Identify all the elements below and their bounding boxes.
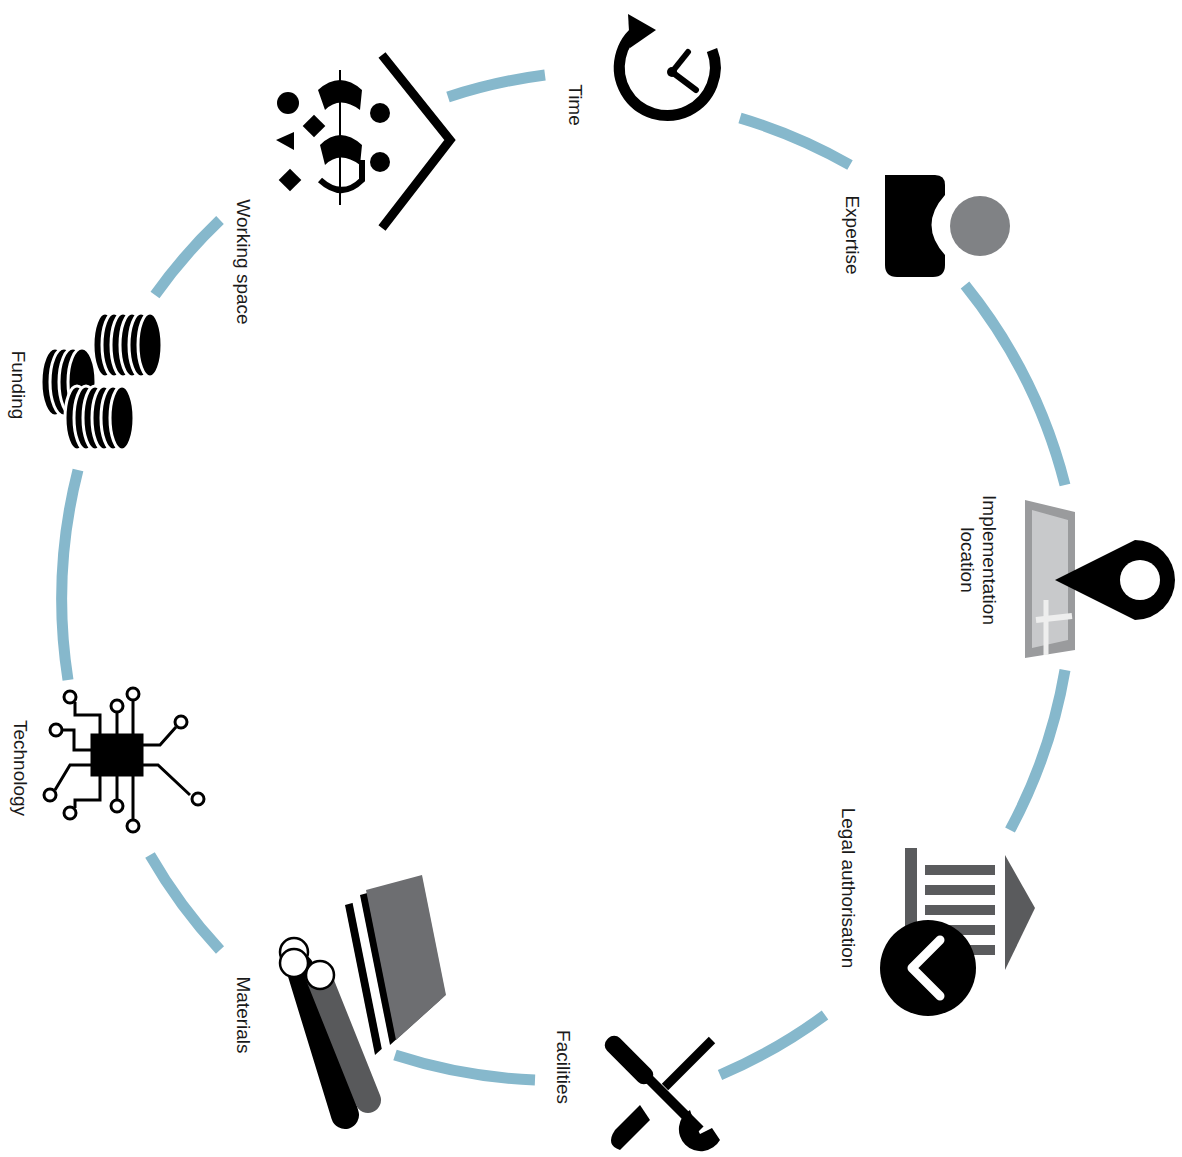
- workspace-icon: [276, 55, 450, 228]
- resource-label: Working space: [232, 199, 254, 324]
- ring-segment: [740, 118, 850, 165]
- resource-label: Funding: [7, 351, 29, 420]
- resource-label: Technology: [9, 720, 31, 816]
- ring-segment: [395, 1055, 535, 1080]
- resource-label: Facilities: [552, 1030, 574, 1104]
- ring-segment: [62, 470, 78, 680]
- legal-icon: [880, 848, 1035, 1016]
- tools-icon: [601, 1032, 720, 1151]
- ring-segment: [1010, 670, 1065, 830]
- materials-icon: [280, 560, 446, 1115]
- ring-segment: [965, 285, 1065, 485]
- ring-segment: [448, 75, 545, 97]
- resource-label: Materials: [232, 976, 254, 1053]
- cycle-ring: [62, 75, 1065, 1080]
- ring-segment: [155, 220, 220, 295]
- resource-label: Legal authorisation: [837, 808, 859, 969]
- resource-label: Time: [564, 84, 586, 126]
- resource-label: Implementation location: [956, 485, 1000, 635]
- location-icon: [1025, 500, 1175, 658]
- coins-icon: [41, 313, 162, 450]
- chip-icon: [44, 688, 204, 832]
- resource-label: Expertise: [841, 195, 863, 274]
- expert-icon: [885, 175, 1010, 277]
- clock-icon: [619, 14, 715, 115]
- ring-segment: [150, 855, 220, 950]
- ring-segment: [720, 1015, 825, 1075]
